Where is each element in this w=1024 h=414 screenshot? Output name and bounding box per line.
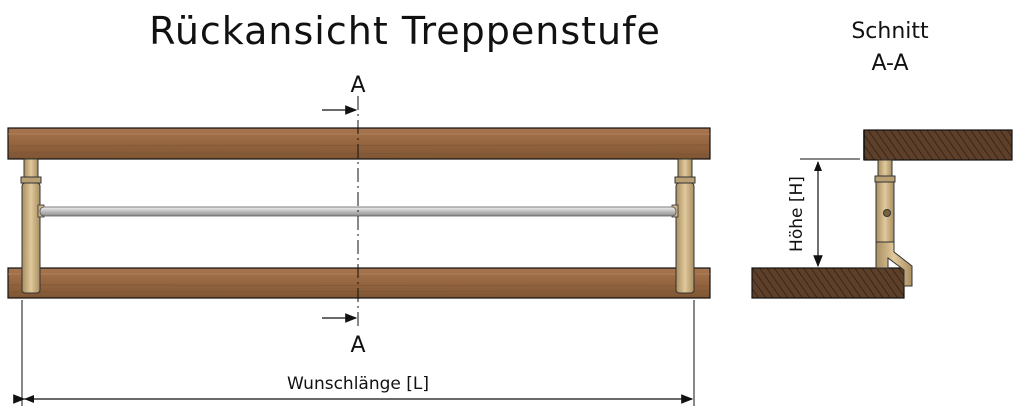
height-dimension: Höhe [H] [787,158,860,269]
section-title-line2: A-A [871,51,908,76]
section-marker-top-label: A [350,73,365,98]
length-dimension: Wunschlänge [L] [13,300,695,406]
section-upper-board [863,129,1013,161]
top-step-board [7,127,711,160]
section-lower-board [751,267,905,299]
rear-view: A A Wunschlänge [L] [7,73,711,406]
height-dimension-label: Höhe [H] [787,176,807,252]
section-marker-top: A [322,73,366,115]
length-dimension-label: Wunschlänge [L] [287,374,429,394]
section-view: Höhe [H] [751,129,1013,299]
section-marker-bottom: A [322,313,366,358]
bottom-step-board [7,267,711,299]
page-title: Rückansicht Treppenstufe [149,9,661,53]
section-bracket [874,159,913,287]
section-title-line1: Schnitt [851,19,929,44]
section-marker-bottom-label: A [350,333,365,358]
